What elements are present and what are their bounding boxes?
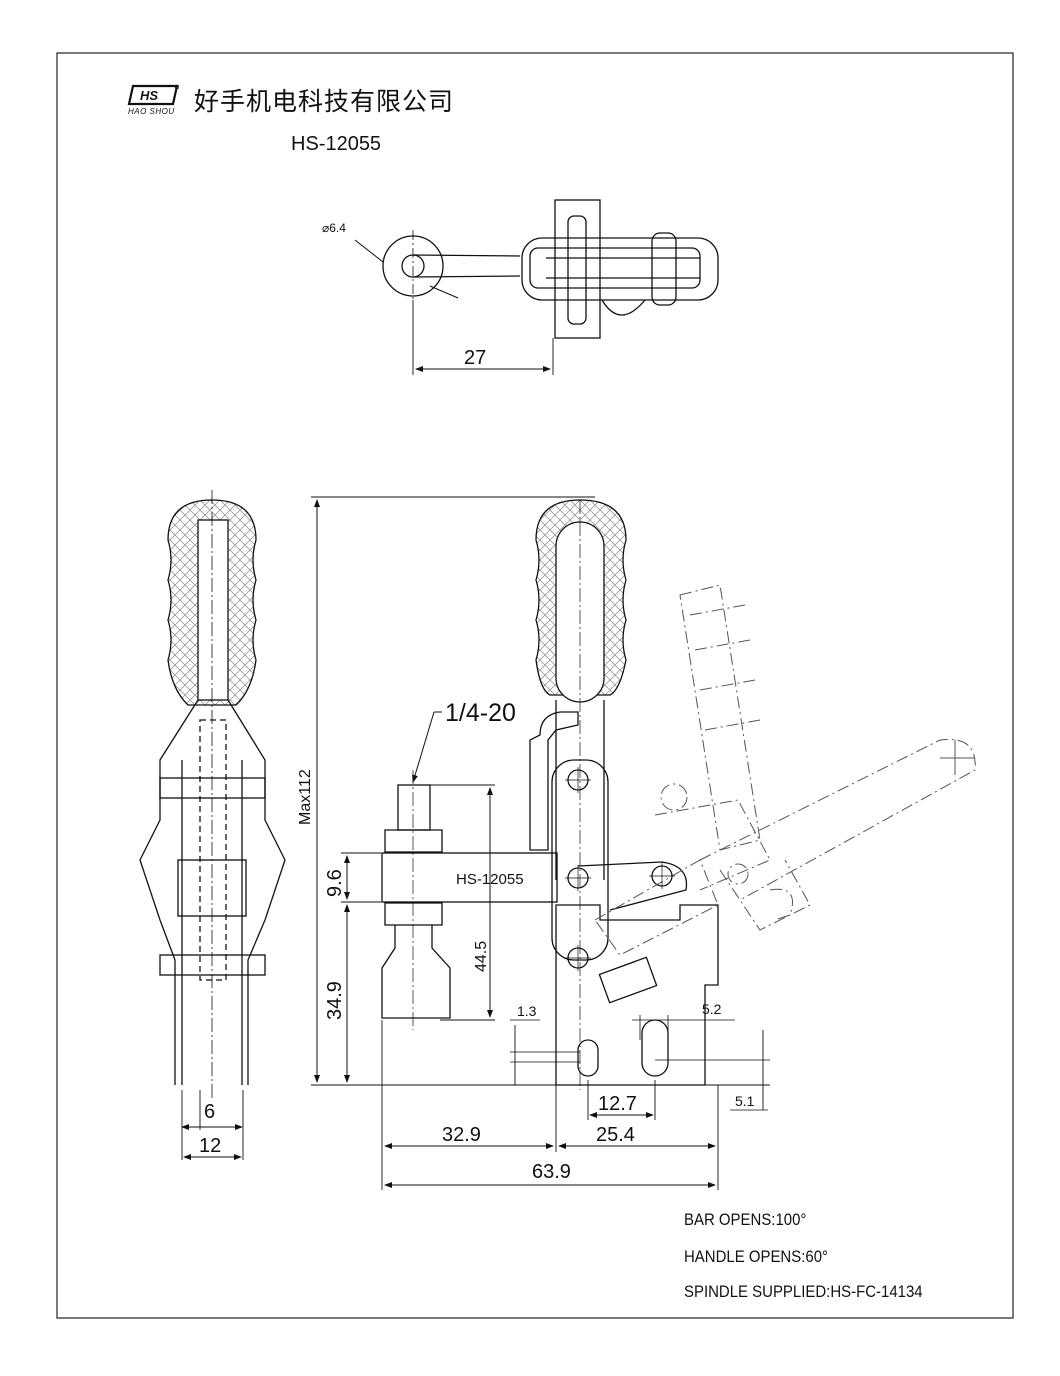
dim-12-7: 12.7 <box>598 1093 637 1115</box>
dim-5-2: 5.2 <box>702 1001 722 1017</box>
sheet-border <box>56 52 1014 1319</box>
note-handle-opens: HANDLE OPENS:60° <box>684 1247 829 1266</box>
dim-34-9: 34.9 <box>324 981 346 1020</box>
open-position-phantom <box>594 584 976 956</box>
logo-text: HS <box>140 88 158 103</box>
side-view <box>139 490 286 1160</box>
dim-1-3: 1.3 <box>517 1003 537 1019</box>
model-number: HS-12055 <box>291 133 382 155</box>
dim-9-6: 9.6 <box>324 869 346 897</box>
width-dim-12: 12 <box>199 1135 221 1157</box>
top-view <box>354 199 719 375</box>
width-dim-6: 6 <box>204 1101 215 1123</box>
note-spindle-supplied: SPINDLE SUPPLIED:HS-FC-14134 <box>684 1282 923 1301</box>
dim-44-5: 44.5 <box>473 941 490 972</box>
company-logo: HS <box>127 84 180 106</box>
note-bar-opens: BAR OPENS:100° <box>684 1210 807 1229</box>
dim-5-1: 5.1 <box>735 1093 755 1109</box>
bar-label: HS-12055 <box>456 871 524 888</box>
hole-diameter-label: ⌀6.4 <box>322 221 346 235</box>
max-height-label: Max112 <box>297 769 314 825</box>
logo-mark-icon: HS <box>127 84 180 106</box>
dim-32-9: 32.9 <box>442 1124 481 1146</box>
dim-63-9: 63.9 <box>532 1161 571 1183</box>
thread-label: 1/4-20 <box>445 699 516 727</box>
logo-subtext: HAO SHOU <box>128 107 175 116</box>
front-view <box>311 496 770 1190</box>
dim-25-4: 25.4 <box>596 1124 635 1146</box>
company-name: 好手机电科技有限公司 <box>194 87 455 116</box>
pivot-centerlines <box>412 500 675 1090</box>
top-dim-27: 27 <box>464 347 486 369</box>
